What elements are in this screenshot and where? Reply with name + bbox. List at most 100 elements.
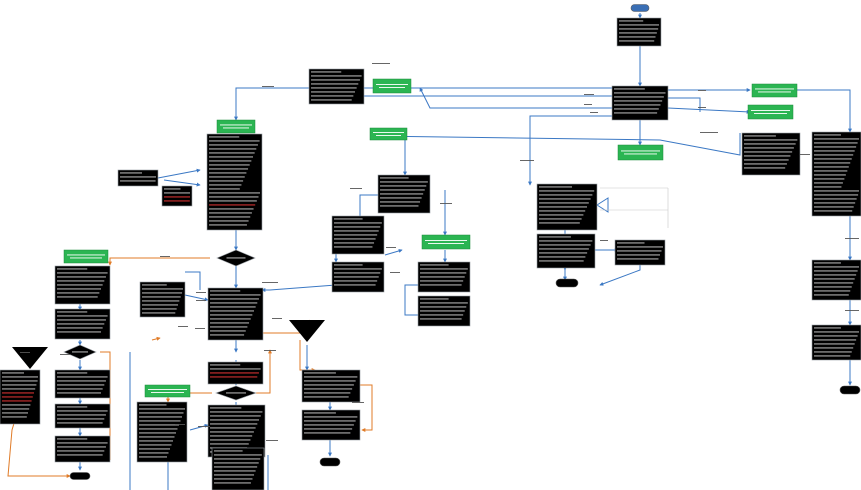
- text-line: [214, 462, 259, 464]
- text-line: [744, 151, 793, 153]
- text-line: [617, 254, 660, 256]
- text-line: [420, 310, 465, 312]
- text-line: [814, 158, 852, 160]
- text-line: [209, 168, 249, 170]
- process-box-body: [54, 403, 111, 429]
- subprocess-box-body: [63, 249, 109, 264]
- text-line: [226, 392, 246, 394]
- connector-label: [20, 352, 30, 353]
- text-line: [304, 372, 336, 374]
- text-line: [619, 40, 655, 42]
- text-line: [814, 186, 842, 188]
- text-line: [57, 410, 108, 412]
- text-line: [814, 294, 849, 296]
- process-box: [54, 265, 111, 305]
- subprocess-box: [617, 144, 664, 161]
- text-line: [814, 194, 859, 196]
- text-line: [814, 182, 843, 184]
- text-line: [57, 454, 103, 456]
- process-box-body: [811, 259, 861, 301]
- text-line: [425, 240, 467, 241]
- text-line: [539, 186, 572, 188]
- text-line: [210, 368, 261, 370]
- text-line: [210, 415, 261, 417]
- terminator-oval: [319, 457, 341, 467]
- text-line: [814, 150, 855, 152]
- process-box-body: [811, 131, 861, 217]
- text-line: [139, 456, 167, 458]
- connector-label: [584, 104, 592, 105]
- subprocess-box: [216, 119, 256, 134]
- text-line: [334, 226, 381, 228]
- connector-label: [590, 112, 598, 113]
- text-line: [214, 474, 255, 476]
- text-line: [57, 380, 106, 382]
- text-line: [214, 466, 258, 468]
- process-box-body: [207, 287, 264, 341]
- blue-connector: [234, 87, 615, 121]
- text-line: [57, 276, 106, 278]
- text-line: [619, 24, 659, 26]
- text-line: [139, 432, 176, 434]
- text-line: [57, 272, 108, 274]
- text-line: [210, 302, 258, 304]
- text-line: [139, 404, 167, 406]
- text-line: [539, 218, 582, 220]
- process-box: [536, 233, 596, 269]
- blue-connector: [528, 115, 612, 186]
- process-box: [331, 261, 385, 293]
- text-line: [539, 236, 571, 238]
- text-line: [57, 311, 88, 313]
- text-line: [539, 256, 586, 258]
- text-line: [209, 196, 259, 198]
- section-label: [310, 350, 348, 368]
- text-line: [380, 193, 424, 195]
- text-line: [120, 176, 156, 178]
- connector-label: [196, 292, 206, 293]
- text-line: [311, 87, 357, 89]
- text-line: [209, 204, 256, 206]
- connector-label: [440, 203, 452, 204]
- text-line: [72, 351, 88, 353]
- process-box-body: [54, 435, 111, 463]
- text-line: [814, 190, 859, 192]
- text-line: [57, 323, 105, 325]
- text-line: [334, 218, 363, 220]
- connector-label: [272, 318, 282, 319]
- connector-label: [845, 310, 859, 311]
- connector-label: [266, 440, 278, 441]
- text-line: [420, 298, 449, 300]
- text-line: [210, 411, 263, 413]
- process-box: [811, 259, 861, 301]
- text-line: [209, 172, 247, 174]
- text-line: [304, 428, 353, 430]
- text-line: [814, 266, 859, 268]
- text-line: [380, 205, 419, 207]
- text-line: [2, 412, 28, 414]
- text-line: [209, 164, 250, 166]
- connector-label: [520, 160, 534, 161]
- text-line: [539, 248, 589, 250]
- process-box: [139, 281, 186, 318]
- text-line: [139, 444, 172, 446]
- text-line: [334, 234, 378, 236]
- text-line: [754, 113, 787, 114]
- text-line: [210, 334, 245, 336]
- text-line: [214, 458, 261, 460]
- text-line: [209, 208, 254, 210]
- text-line: [619, 36, 656, 38]
- text-line: [744, 139, 798, 141]
- text-line: [617, 242, 645, 244]
- text-line: [751, 110, 790, 111]
- text-line: [210, 326, 248, 328]
- text-line: [209, 184, 242, 186]
- text-line: [311, 83, 359, 85]
- text-line: [420, 314, 464, 316]
- text-line: [755, 88, 794, 90]
- text-line: [214, 478, 253, 480]
- text-line: [210, 330, 246, 332]
- text-line: [376, 84, 408, 85]
- terminator-oval: [69, 472, 91, 480]
- text-line: [420, 302, 468, 304]
